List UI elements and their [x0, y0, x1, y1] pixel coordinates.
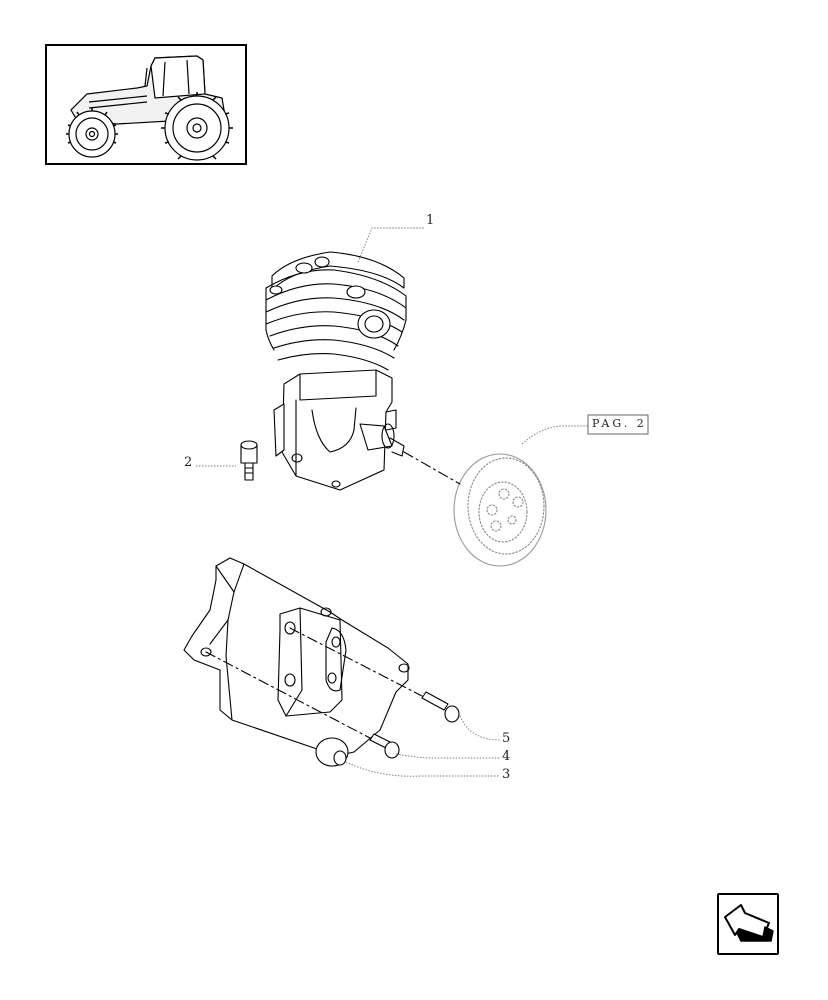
mounting-bracket	[183, 557, 410, 767]
callout-1: 1	[426, 213, 435, 228]
air-compressor	[265, 251, 407, 491]
tractor-thumbnail	[45, 44, 247, 165]
callout-3: 3	[502, 767, 511, 782]
back-navigation-button[interactable]	[717, 893, 779, 955]
screw-part-2	[240, 440, 258, 481]
screw-part-4	[369, 733, 400, 759]
page-ref-frame	[587, 414, 649, 435]
callout-2: 2	[184, 455, 193, 470]
callout-5: 5	[502, 731, 511, 746]
page-ref-label: PAG. 2	[592, 417, 647, 430]
tractor-thumbnail-icon	[66, 55, 233, 161]
screw-part-5	[421, 691, 460, 723]
drive-pulley	[453, 453, 547, 567]
callout-4: 4	[502, 749, 511, 764]
back-arrow-icon	[724, 904, 774, 942]
